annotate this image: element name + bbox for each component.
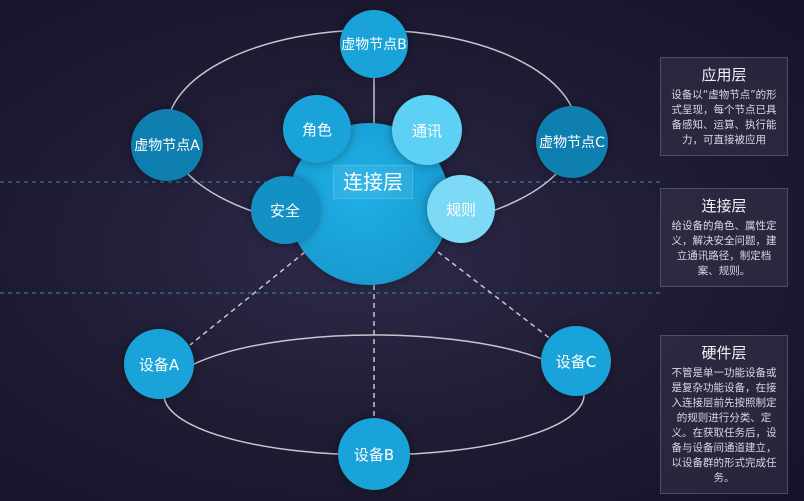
panel-connection-layer: 连接层 给设备的角色、属性定义，解决安全问题，建立通讯路径，制定档案、规则。: [660, 188, 788, 287]
dashed-link-device-c: [437, 251, 553, 341]
panel-application-text: 设备以“虚物节点”的形式呈现，每个节点已具备感知、运算、执行能力，可直接被应用: [671, 89, 777, 146]
role-node: 角色: [283, 95, 351, 163]
dashed-link-device-a: [189, 251, 306, 346]
device-a-node: 设备A: [124, 329, 194, 399]
virtual-node-a: 虚物节点A: [131, 109, 203, 181]
panel-hardware-text: 不管是单一功能设备或是复杂功能设备，在接入连接层前先按照制定的规则进行分类、定义…: [671, 367, 777, 484]
panel-hardware-title: 硬件层: [701, 344, 747, 362]
panel-connection-text: 给设备的角色、属性定义，解决安全问题，建立通讯路径，制定档案、规则。: [671, 220, 777, 277]
panel-connection-title: 连接层: [701, 197, 747, 215]
security-node: 安全: [251, 176, 319, 244]
panel-application-title: 应用层: [701, 66, 747, 84]
connect-layer-label: 连接层: [333, 165, 413, 199]
panel-hardware-layer: 硬件层 不管是单一功能设备或是复杂功能设备，在接入连接层前先按照制定的规则进行分…: [660, 335, 788, 494]
virtual-node-b: 虚物节点B: [340, 10, 408, 78]
device-c-node: 设备C: [541, 326, 611, 396]
rules-node: 规则: [427, 175, 495, 243]
virtual-node-c: 虚物节点C: [536, 106, 608, 178]
comm-node: 通讯: [392, 95, 462, 165]
device-b-node: 设备B: [338, 418, 410, 490]
panel-application-layer: 应用层 设备以“虚物节点”的形式呈现，每个节点已具备感知、运算、执行能力，可直接…: [660, 57, 788, 156]
